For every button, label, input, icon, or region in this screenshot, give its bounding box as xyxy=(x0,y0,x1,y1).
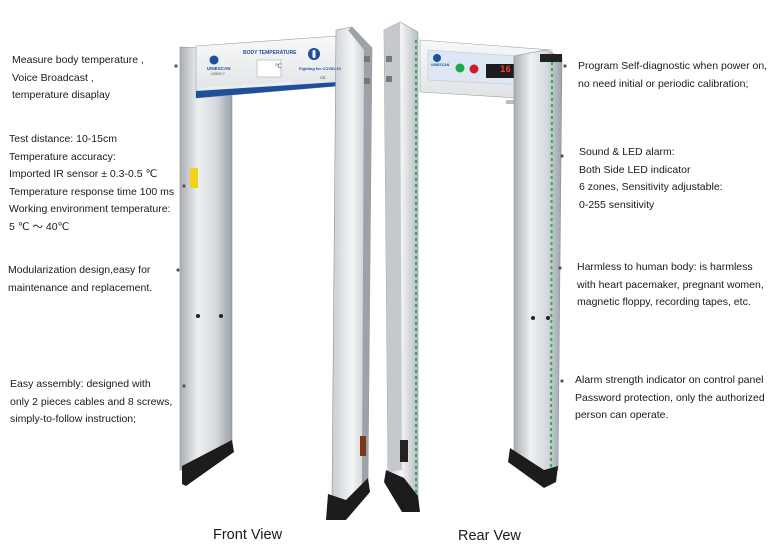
note-right-1: Program Self-diagnostic when power on, n… xyxy=(578,60,768,90)
front-model: UB500-T xyxy=(211,72,226,76)
front-brand: UNIESCAN xyxy=(207,66,231,71)
note-left-1: Measure body temperature , Voice Broadca… xyxy=(12,54,144,101)
caption-rear-view: Rear Vew xyxy=(458,528,521,544)
front-view-gate xyxy=(179,26,373,520)
note-right-4: Alarm strength indicator on control pane… xyxy=(575,374,765,421)
rear-right-pillar xyxy=(513,49,563,485)
caption-front-view: Front View xyxy=(213,527,283,543)
rear-brand: UNIESCAN xyxy=(431,63,450,67)
front-mark: CE xyxy=(320,75,326,80)
front-left-foot xyxy=(182,440,234,486)
front-slogan: Fighting for COVID-19 xyxy=(299,66,341,71)
rear-left-foot xyxy=(384,470,420,512)
note-right-3: Harmless to human body: is harmless with… xyxy=(577,261,764,308)
rear-right-foot xyxy=(508,448,558,488)
front-panel-title: BODY TEMPERATURE xyxy=(243,50,297,56)
rear-right-led-strip xyxy=(550,61,553,471)
note-left-4: Easy assembly: designed with only 2 piec… xyxy=(10,378,173,425)
front-left-sticker xyxy=(190,168,198,188)
note-left-2: Test distance: 10-15cm Temperature accur… xyxy=(9,133,175,233)
front-logo-icon xyxy=(209,55,219,65)
rear-display-value: 16 xyxy=(500,65,511,75)
front-right-foot xyxy=(326,478,370,520)
front-info-strip xyxy=(196,82,338,98)
pointer-dots xyxy=(174,64,567,388)
rear-view-gate xyxy=(383,21,563,512)
note-right-2: Sound & LED alarm: Both Side LED indicat… xyxy=(579,146,723,211)
front-unit: ℃ xyxy=(275,64,282,70)
note-left-3: Modularization design,easy for maintenan… xyxy=(8,264,153,294)
front-left-pillar xyxy=(179,46,233,471)
rear-logo-icon xyxy=(433,54,441,62)
